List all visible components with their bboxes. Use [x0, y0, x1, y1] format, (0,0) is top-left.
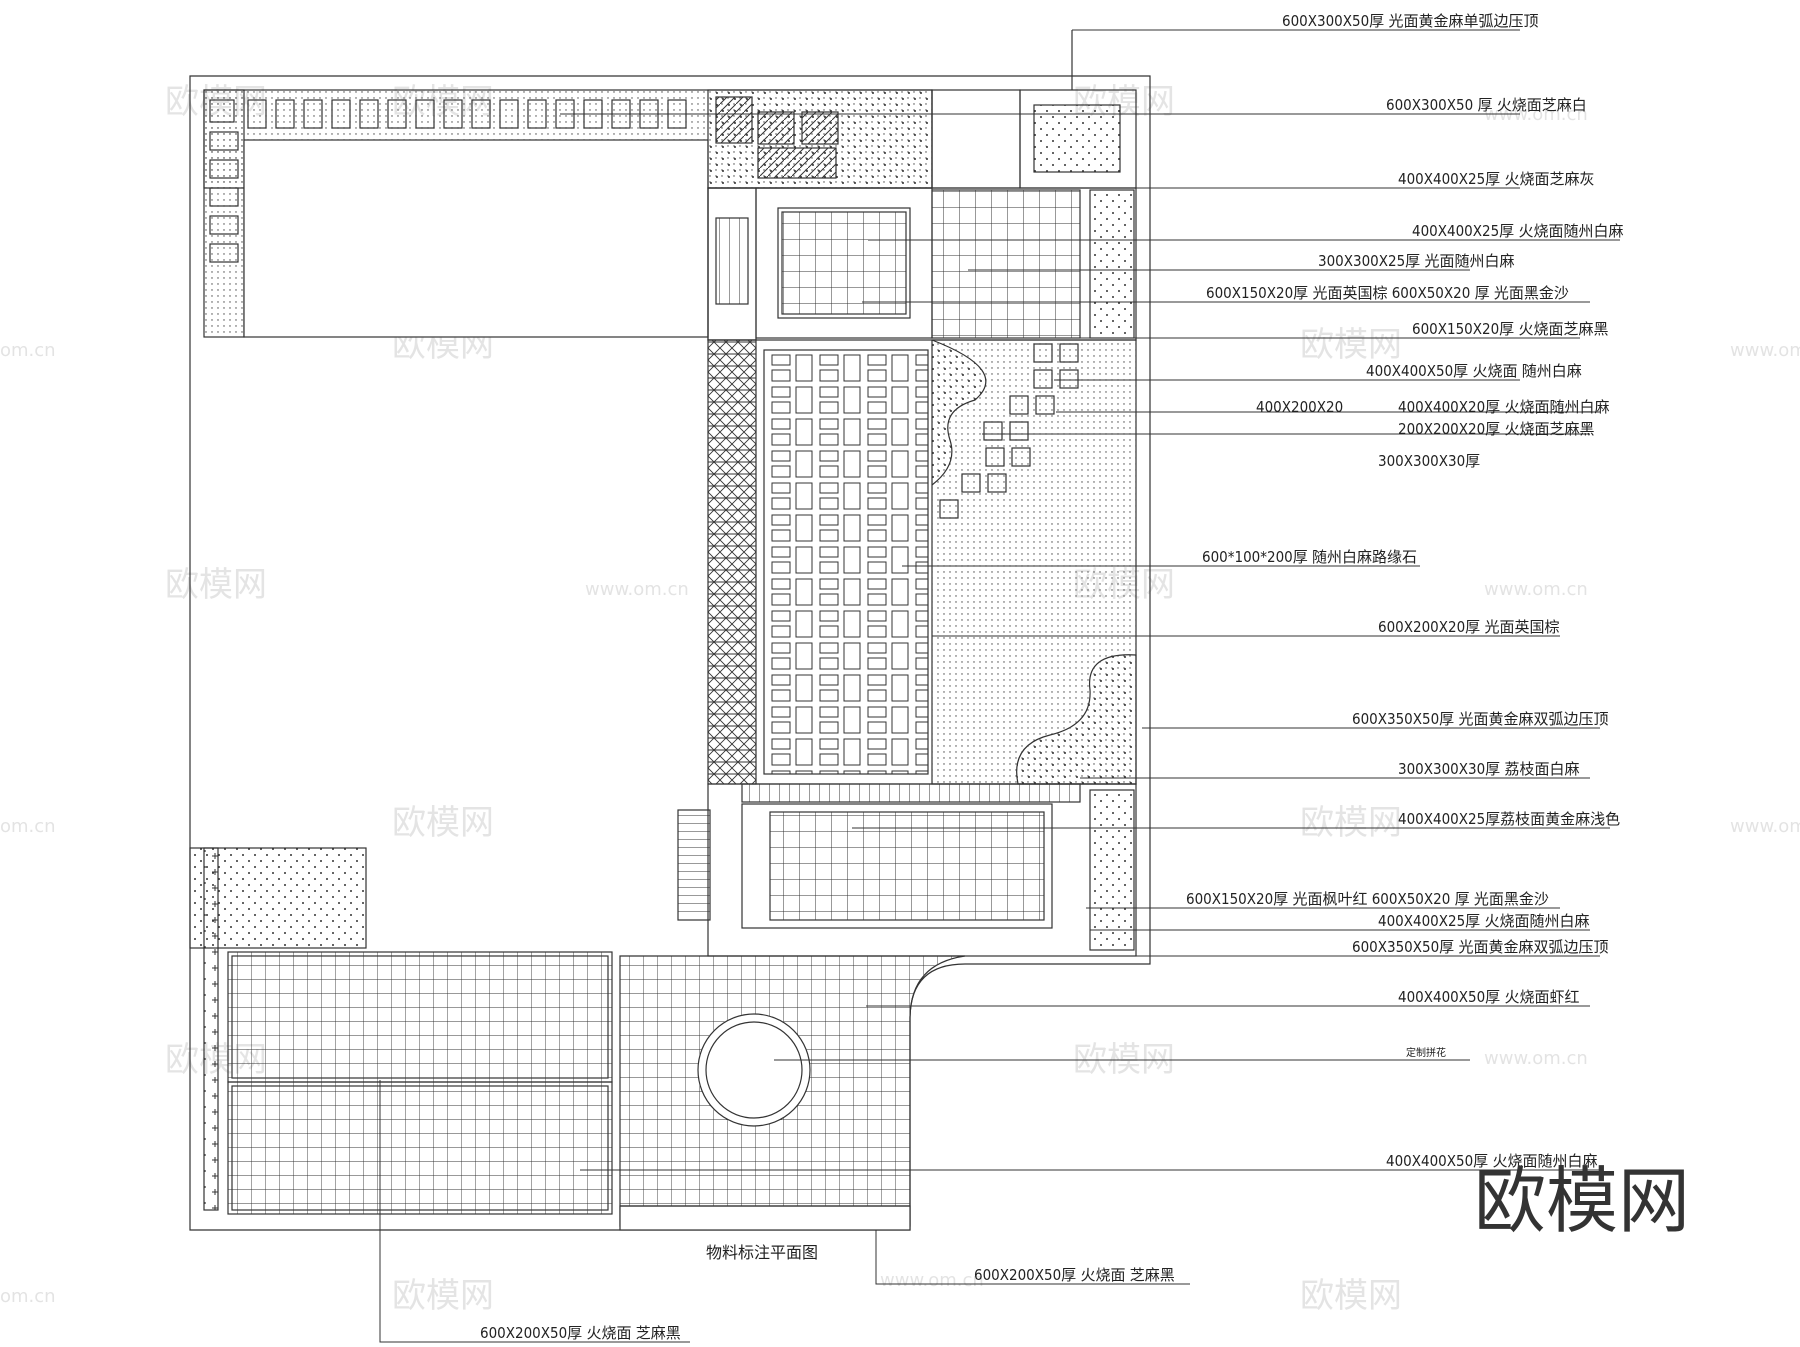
- watermark-url: www.om.cn: [1484, 1048, 1588, 1069]
- label-300x300x30: 300X300X30厚: [1378, 452, 1480, 470]
- label-suizhou-white-25b: 400X400X25厚 火烧面随州白麻: [1378, 912, 1589, 930]
- brick-pattern-pavement: [763, 349, 929, 775]
- label-lychee-white: 300X300X30厚 荔枝面白麻: [1398, 760, 1579, 778]
- grid-pavement-300: [781, 211, 907, 315]
- leader-lines: [379, 29, 1620, 1343]
- label-sesame-black-200: 200X200X20厚 火烧面芝麻黑: [1398, 420, 1594, 438]
- watermark-url: om.cn: [0, 1286, 56, 1307]
- watermark-url: om.cn: [0, 816, 56, 837]
- grid-pavement-bottom: [769, 811, 1045, 921]
- label-coping-double-arc-b: 600X350X50厚 光面黄金麻双弧边压顶: [1352, 938, 1608, 956]
- label-suizhou-50b: 400X400X50厚 火烧面随州白麻: [1386, 1152, 1597, 1170]
- stepping-squares: [939, 343, 1079, 519]
- curb-strip: [707, 339, 757, 785]
- label-english-brown: 600X200X20厚 光面英国棕: [1378, 618, 1559, 636]
- label-suizhou-20: 400X400X20厚 火烧面随州白麻: [1398, 398, 1609, 416]
- label-english-brown-black: 600X150X20厚 光面英国棕 600X50X20 厚 光面黑金沙: [1206, 284, 1569, 302]
- watermark-brand: 欧模网: [1300, 1276, 1402, 1316]
- watermark-brand-large: 欧模网: [1474, 1159, 1690, 1243]
- watermark-brand: 欧模网: [392, 1276, 494, 1316]
- label-curb-stone: 600*100*200厚 随州白麻路缘石: [1202, 548, 1417, 566]
- left-paving-strip: [203, 89, 245, 338]
- step-stones-left: [209, 131, 239, 263]
- label-custom-mosaic: 定制拼花: [1406, 1046, 1446, 1059]
- watermark-brand: 欧模网: [1300, 325, 1402, 365]
- label-sesame-black-150: 600X150X20厚 火烧面芝麻黑: [1412, 320, 1608, 338]
- label-coping-single-arc: 600X300X50厚 光面黄金麻单弧边压顶: [1282, 12, 1538, 30]
- label-sesame-black-a: 600X200X50厚 火烧面 芝麻黑: [974, 1266, 1175, 1284]
- watermark-url: www.om.cn: [880, 1270, 984, 1291]
- watermark-url: om.cn: [0, 340, 56, 361]
- drawing-title: 物料标注平面图: [706, 1243, 818, 1262]
- label-maple-red-black: 600X150X20厚 光面枫叶红 600X50X20 厚 光面黑金沙: [1186, 890, 1549, 908]
- label-shrimp-red: 400X400X50厚 火烧面虾红: [1398, 988, 1579, 1006]
- step-stones-top: [209, 99, 687, 129]
- label-coping-double-arc: 600X350X50厚 光面黄金麻双弧边压顶: [1352, 710, 1608, 728]
- grid-pavement-left: [227, 951, 613, 1083]
- watermark-url: www.om.cn: [1730, 340, 1800, 361]
- watermark-brand: 欧模网: [392, 803, 494, 843]
- label-suizhou-white-25: 400X400X25厚 火烧面随州白麻: [1412, 222, 1623, 240]
- watermark-url: www.om.cn: [1730, 816, 1800, 837]
- label-sesame-white: 600X300X50 厚 火烧面芝麻白: [1386, 96, 1587, 114]
- watermark-url: www.om.cn: [585, 579, 689, 600]
- watermark-brand: 欧模网: [1300, 803, 1402, 843]
- label-400x200: 400X200X20: [1256, 398, 1343, 416]
- label-sesame-grey: 400X400X25厚 火烧面芝麻灰: [1398, 170, 1594, 188]
- material-labels: 600X300X50厚 光面黄金麻单弧边压顶 600X300X50 厚 火烧面芝…: [480, 12, 1623, 1342]
- top-right-paving: [1033, 104, 1121, 173]
- label-suizhou-50: 400X400X50厚 火烧面 随州白麻: [1366, 362, 1582, 380]
- grid-pavement-400: [931, 189, 1081, 339]
- watermark-url: www.om.cn: [1484, 579, 1588, 600]
- label-suizhou-polished: 300X300X25厚 光面随州白麻: [1318, 252, 1514, 270]
- label-lychee-gold: 400X400X25厚荔枝面黄金麻浅色: [1398, 810, 1620, 828]
- label-sesame-black-b: 600X200X50厚 火烧面 芝麻黑: [480, 1324, 681, 1342]
- watermark-brand: 欧模网: [165, 565, 267, 605]
- watermark-url: www.om.cn: [1484, 104, 1588, 125]
- site-plan: [189, 30, 1151, 1231]
